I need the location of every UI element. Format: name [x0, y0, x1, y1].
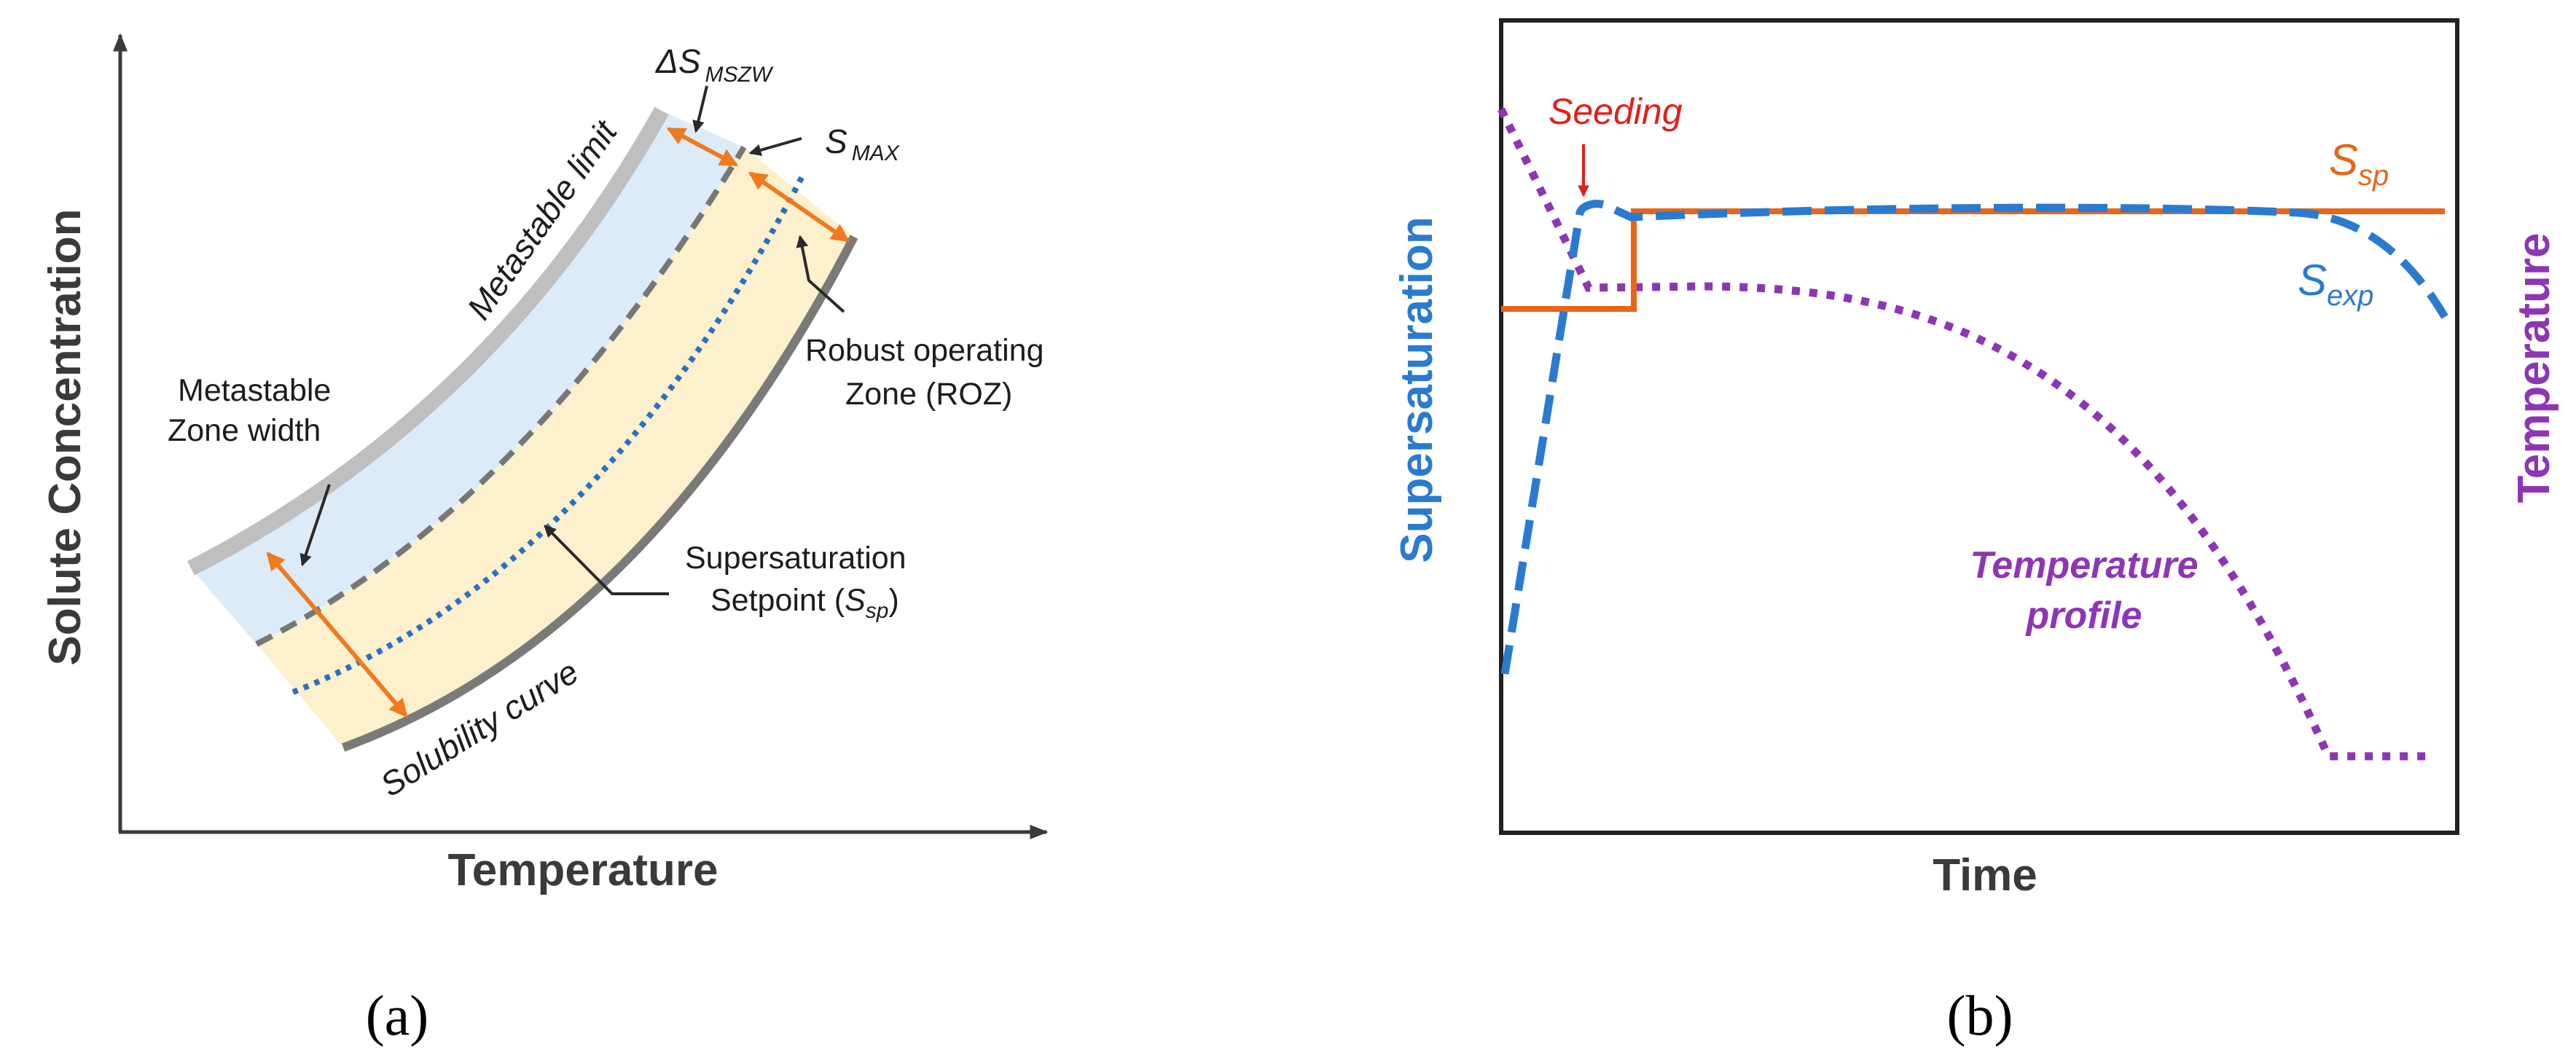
temperature-profile-label-line1: Temperature: [1970, 544, 2198, 587]
setpoint-label-line2: Setpoint (Ssp): [710, 583, 899, 623]
delta-s-pointer: [692, 85, 708, 133]
seeding-label: Seeding: [1549, 91, 1683, 132]
panel-a-y-axis-title: Solute Concentration: [40, 209, 90, 666]
mszw-pointer: [300, 484, 331, 567]
s-exp-label: Sexp: [2298, 256, 2374, 312]
delta-s-mszw-arrow: [666, 127, 739, 167]
roz-region: [257, 147, 854, 748]
mszw-label-line2: Zone width: [168, 413, 321, 448]
mszw-width-arrow: [266, 552, 408, 718]
s-exp-curve: [1500, 200, 2448, 675]
panel-b-right-axis-title: Temperature: [2509, 233, 2559, 503]
s-max-pointer: [748, 137, 802, 157]
solubility-curve: [341, 235, 858, 752]
roz-label-line2: Zone (ROZ): [845, 377, 1012, 412]
roz-pointer: [796, 235, 845, 313]
temperature-profile-label-line2: profile: [2025, 595, 2142, 637]
s-sp-label: Ssp: [2329, 136, 2389, 192]
roz-label-line1: Robust operating: [805, 333, 1044, 368]
panel-b-left-axis-title: Supersaturation: [1392, 216, 1442, 562]
panel-b-frame: [1499, 18, 2459, 835]
panel-a-label: (a): [366, 984, 429, 1047]
panel-b-x-axis-title: Time: [1933, 850, 2037, 901]
panel-b: Seeding Ssp Sexp Temperature profile Tim…: [1392, 18, 2559, 1047]
roz-width-arrow: [748, 171, 850, 243]
panel-b-label: (b): [1947, 984, 2013, 1047]
setpoint-label-line1: Supersaturation: [685, 541, 907, 576]
temperature-profile-curve: [1498, 107, 2430, 761]
setpoint-pointer: [544, 525, 669, 595]
mszw-label-line1: Metastable: [178, 373, 331, 408]
panel-a-x-axis-title: Temperature: [448, 845, 719, 895]
metastable-limit-curve: [187, 106, 669, 576]
